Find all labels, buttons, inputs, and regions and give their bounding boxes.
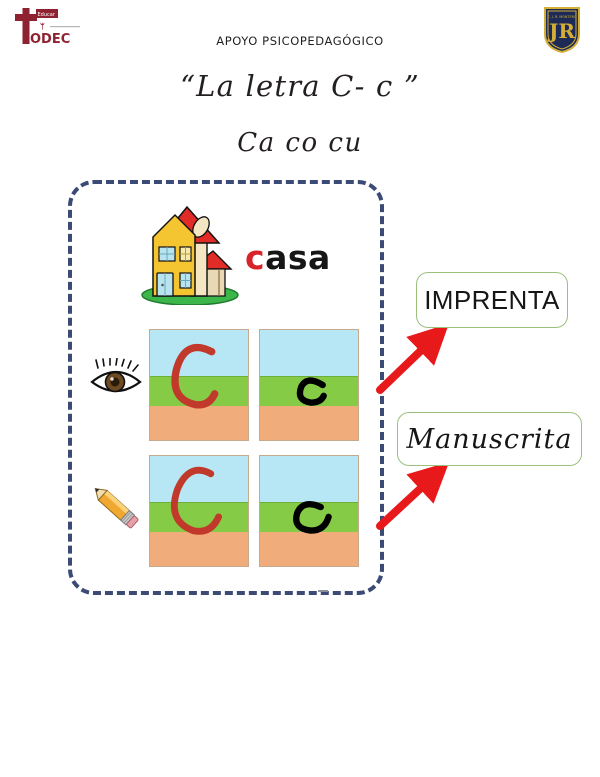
letter-cell-row1-lowercase <box>259 329 359 441</box>
band-sky <box>150 330 248 377</box>
odec-logo: Educar ᛘ ODEC <box>12 6 82 52</box>
band-soil <box>150 405 248 440</box>
word-casa-first-letter: c <box>245 238 266 277</box>
pencil-icon <box>86 478 144 536</box>
letter-glyph-uppercase-c-print <box>171 343 219 409</box>
svg-text:C. J. R. MONTERO: C. J. R. MONTERO <box>547 15 577 19</box>
letter-glyph-lowercase-c-print <box>296 377 327 406</box>
page-title: “La letra C- c ” <box>180 69 420 103</box>
label-imprenta: IMPRENTA <box>416 272 568 328</box>
arrow-to-manuscrita <box>372 461 452 534</box>
band-sky <box>260 456 358 503</box>
letter-practice-grid <box>149 329 365 569</box>
svg-text:Educar: Educar <box>38 12 56 18</box>
band-soil <box>150 531 248 566</box>
letter-cell-row2-lowercase <box>259 455 359 567</box>
band-sky <box>260 330 358 377</box>
arrow-to-imprenta <box>372 323 452 396</box>
house-illustration <box>135 199 245 306</box>
band-soil <box>260 405 358 440</box>
letter-cell-row1-uppercase <box>149 329 249 441</box>
page-header-title: APOYO PSICOPEDAGÓGICO <box>216 34 384 48</box>
word-casa-rest: asa <box>265 238 331 277</box>
svg-text:ODEC: ODEC <box>30 32 70 47</box>
letter-glyph-lowercase-c-cursive <box>293 501 332 534</box>
letter-cell-row2-uppercase <box>149 455 249 567</box>
page-subtitle: Ca co cu <box>237 128 363 158</box>
band-sky <box>150 456 248 503</box>
band-soil <box>260 531 358 566</box>
letter-glyph-uppercase-c-cursive <box>170 466 223 535</box>
word-casa: casa <box>245 238 331 277</box>
svg-text:JR: JR <box>547 19 575 43</box>
jr-shield-logo: C. J. R. MONTERO JR <box>542 6 582 54</box>
svg-text:ᛘ: ᛘ <box>40 22 45 31</box>
label-manuscrita: Manuscrita <box>397 412 582 466</box>
panel-bottom-tick <box>318 590 328 592</box>
eye-icon <box>88 357 144 402</box>
